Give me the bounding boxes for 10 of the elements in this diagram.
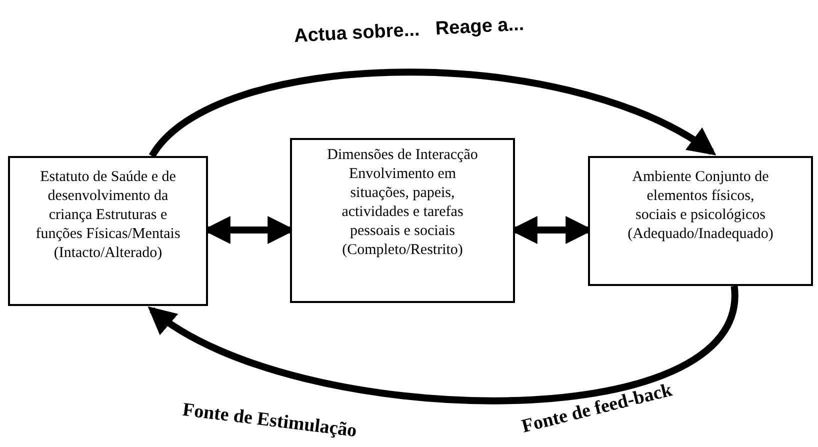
curve-label: Fonte de feed-back: [520, 380, 674, 438]
box-text: Ambiente Conjunto de elementos físicos, sociais e psicológicos (Adequado/Inadequado): [626, 168, 774, 244]
curved-arrow: [147, 286, 738, 404]
box-text: Estatuto de Saúde e de desenvolvimento da criança Estruturas e funções Físicas/Mentais (Intacto/Alterado): [34, 168, 182, 263]
box-text: Dimensões de Interacção Envolvimento em situações, papeis, actividades e tarefas pessoais e sociais (Completo/Restrito): [326, 146, 479, 260]
text-box: [588, 156, 813, 286]
text-box: [8, 156, 208, 306]
text-box: [290, 138, 515, 303]
curved-arrow: [149, 68, 717, 158]
curve-label: Fonte de Estimulação: [181, 399, 358, 443]
